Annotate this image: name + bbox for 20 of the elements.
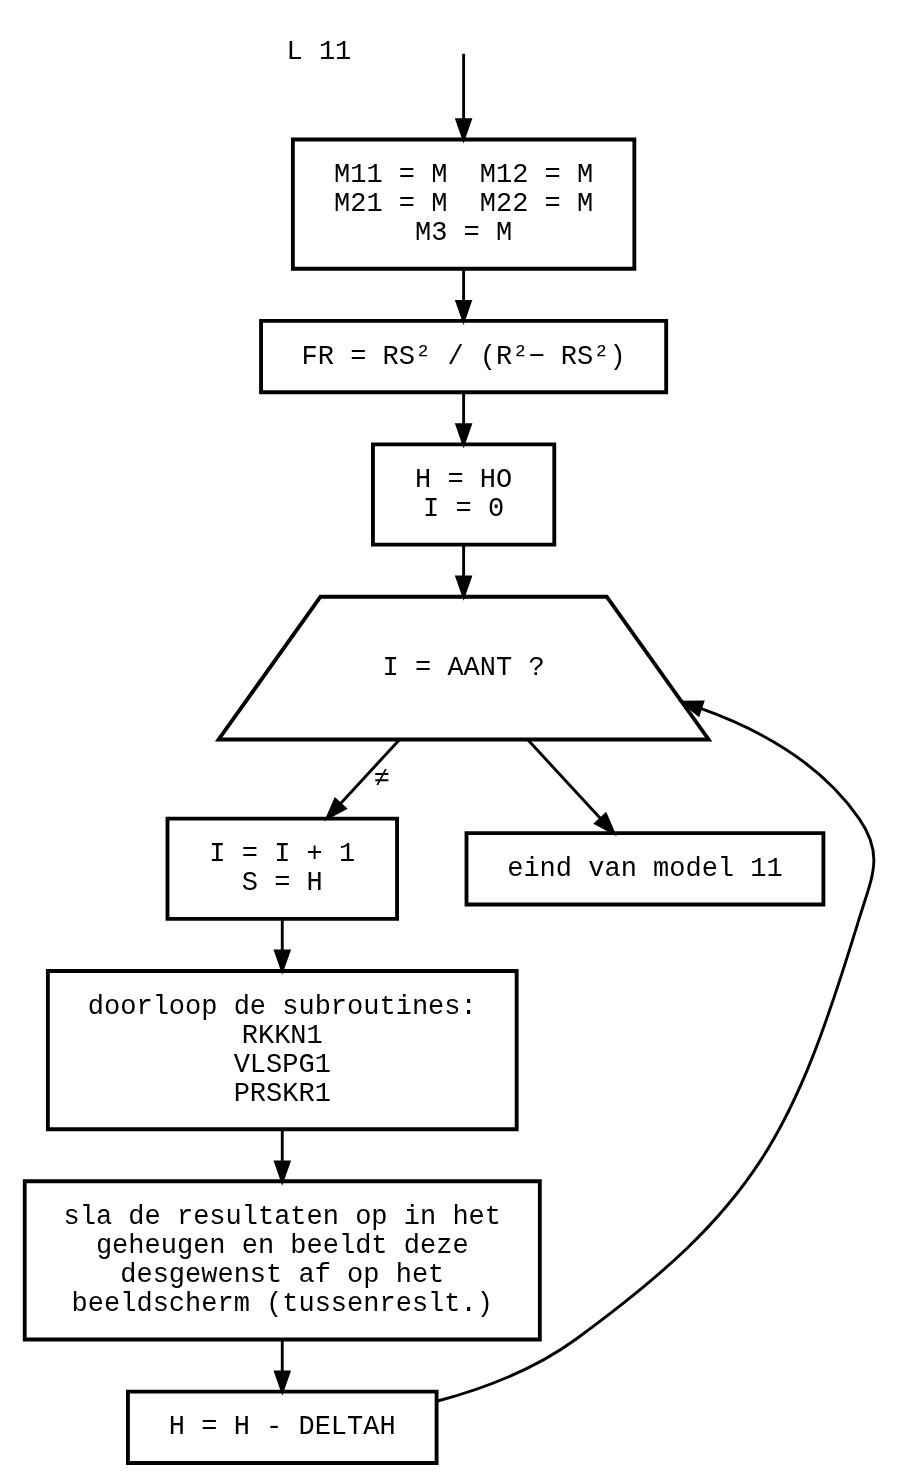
edge-label: ≠ xyxy=(373,764,390,795)
arrow xyxy=(272,1129,291,1186)
label: L 11 xyxy=(286,36,351,67)
arrow xyxy=(454,269,472,326)
arrow xyxy=(526,739,617,837)
node-box: H = HO I = 0 xyxy=(370,442,556,547)
node-box: H = H - DELTAH xyxy=(125,1389,439,1465)
node-box: I = I + 1 S = H xyxy=(165,816,399,921)
node-box: sla de resultaten op in het geheugen en beeldt deze desgewenst af op het beeldscherm (tussenreslt.) xyxy=(22,1179,542,1342)
arrow xyxy=(323,739,400,822)
arrow xyxy=(454,545,472,601)
node-box: FR = RS² / (R²− RS²) xyxy=(258,318,668,395)
arrow xyxy=(454,53,472,144)
node-box: doorloop de subroutines: RKKN1 VLSPG1 PRSKR1 xyxy=(45,969,519,1132)
node-box: eind van model 11 xyxy=(464,831,825,907)
arrow xyxy=(272,919,291,975)
arrow xyxy=(454,392,472,449)
arrow xyxy=(435,700,875,1403)
node-box: M11 = M M12 = M M21 = M M22 = M M3 = M xyxy=(290,137,636,271)
arrow xyxy=(272,1340,291,1396)
